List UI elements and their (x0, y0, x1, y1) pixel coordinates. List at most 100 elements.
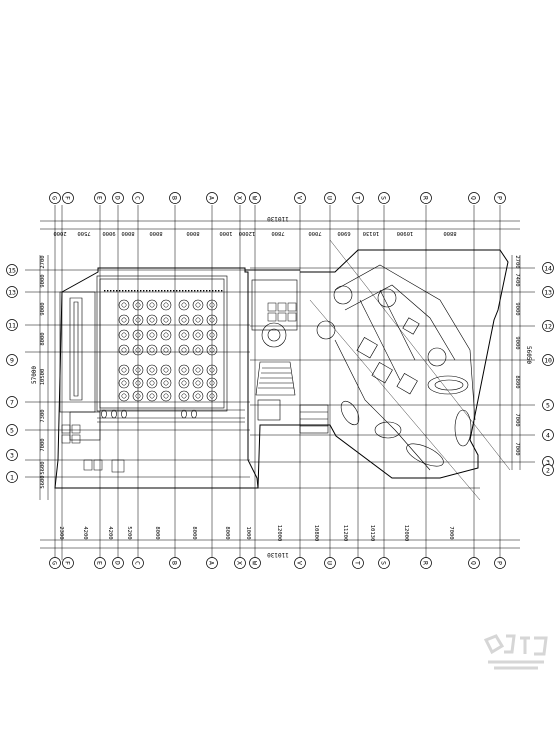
bottom-dimension-value: 12000 (276, 525, 282, 542)
building-outline (54, 249, 509, 489)
left-axis-bubble-label: 5 (10, 426, 14, 434)
seat-table (132, 299, 144, 311)
seat-table (132, 329, 144, 341)
top-axis-bubble-T: T (352, 192, 364, 204)
left-axis-bubble-13: 13 (6, 286, 18, 298)
dimension-lines (39, 220, 521, 549)
stage-edge-dot (200, 290, 202, 292)
right-axis-bubble-5: 5 (542, 399, 554, 411)
left-dimension-value: 7000 (40, 438, 46, 451)
stage-edge-dot (122, 290, 124, 292)
bottom-dimension-value: 8000 (191, 526, 197, 539)
right-dimension-value: 9000 (514, 336, 520, 349)
stage-edge-dot (128, 290, 130, 292)
top-dimension-value: 8000 (121, 230, 134, 236)
bottom-axis-bubble-label: T (354, 561, 362, 565)
stage-edge-dot (170, 290, 172, 292)
bottom-axis-bubble-A: A (206, 557, 218, 569)
bottom-axis-bubble-label: S (380, 561, 388, 565)
seat-table (192, 344, 204, 356)
stage-edge-dot (158, 290, 160, 292)
bottom-overall-dimension: 110130 (267, 551, 289, 558)
seat-table (192, 299, 204, 311)
top-axis-bubble-U: U (324, 192, 336, 204)
seat-table (206, 314, 218, 326)
left-axis-bubble-label: 11 (8, 321, 16, 329)
bottom-dimension-value: 2300 (58, 526, 64, 539)
left-dimension-value: 9000 (40, 274, 46, 287)
bottom-axis-bubble-P: P (494, 557, 506, 569)
left-axis-bubble-label: 3 (10, 451, 14, 459)
left-axis-bubble-label: 1 (10, 473, 14, 481)
right-dimension-value: 7000 (514, 442, 520, 455)
seat-table (160, 364, 172, 376)
stage-edge-dot (137, 290, 139, 292)
seat-table (192, 390, 204, 402)
right-dimension-value: 9000 (514, 302, 520, 315)
top-dimension-value: 10130 (363, 230, 380, 236)
seat-table (118, 299, 130, 311)
right-dimension-value: 2700 (514, 255, 520, 268)
right-axis-bubble-10: 10 (542, 354, 554, 366)
seat-table (178, 314, 190, 326)
stage-edge-dot (131, 290, 133, 292)
top-axis-bubble-label: A (208, 196, 216, 200)
left-dimension-value: 2700 (40, 255, 46, 268)
top-axis-bubble-label: D (114, 196, 122, 200)
top-axis-bubble-F: F (62, 192, 74, 204)
seat-table (132, 364, 144, 376)
top-axis-bubble-label: R (422, 196, 430, 200)
right-dimension-value: 7400 (514, 273, 520, 286)
bottom-axis-bubble-E: E (94, 557, 106, 569)
bottom-axis-bubble-G: G (49, 557, 61, 569)
top-axis-bubble-label: W (251, 196, 259, 200)
top-axis-bubble-label: X (236, 196, 244, 200)
left-dimension-value: 7300 (40, 409, 46, 422)
top-axis-bubble-Q: Q (468, 192, 480, 204)
top-dimension-value: 8000 (149, 230, 162, 236)
bottom-dimension-value: 12000 (403, 525, 409, 542)
right-axis-bubble-label: 10 (544, 356, 552, 364)
top-axis-bubble-label: V (296, 196, 304, 200)
seat-table (146, 364, 158, 376)
bottom-axis-bubble-label: U (326, 561, 334, 565)
seat-table (192, 377, 204, 389)
stage-edge-dot (152, 290, 154, 292)
seat-table (132, 377, 144, 389)
left-axis-bubble-label: 7 (10, 398, 14, 406)
top-dimension-value: 8000 (186, 230, 199, 236)
top-axis-bubble-V: V (294, 192, 306, 204)
seat-table (160, 329, 172, 341)
seat-table (118, 390, 130, 402)
top-dimension-value: 12000 (239, 230, 256, 236)
top-axis-bubble-A: A (206, 192, 218, 204)
right-axis-bubble-2: 2 (542, 464, 554, 476)
seat-table (160, 314, 172, 326)
left-dimension-value: 5600 (40, 461, 46, 474)
right-axis-bubble-label: 2 (546, 466, 550, 474)
top-dimension-value: 1000 (219, 230, 232, 236)
stage-edge-dot (221, 290, 223, 292)
top-axis-bubble-W: W (249, 192, 261, 204)
stage-edge-dot (143, 290, 145, 292)
top-dimension-value: 2000 (53, 230, 66, 236)
top-axis-bubble-label: G (51, 196, 59, 200)
stage-edge-dot (218, 290, 220, 292)
top-axis-bubble-label: E (96, 196, 104, 200)
bottom-axis-bubble-label: X (236, 561, 244, 565)
seat-table (118, 344, 130, 356)
top-axis-bubble-D: D (112, 192, 124, 204)
seat-table (160, 377, 172, 389)
left-axis-bubble-9: 9 (6, 354, 18, 366)
stair-area (251, 279, 329, 434)
service-rooms (61, 302, 297, 473)
seat-table (178, 329, 190, 341)
stage-edge-dot (185, 290, 187, 292)
seat-table (160, 299, 172, 311)
auditorium (59, 275, 245, 441)
stage-edge-dot (191, 290, 193, 292)
